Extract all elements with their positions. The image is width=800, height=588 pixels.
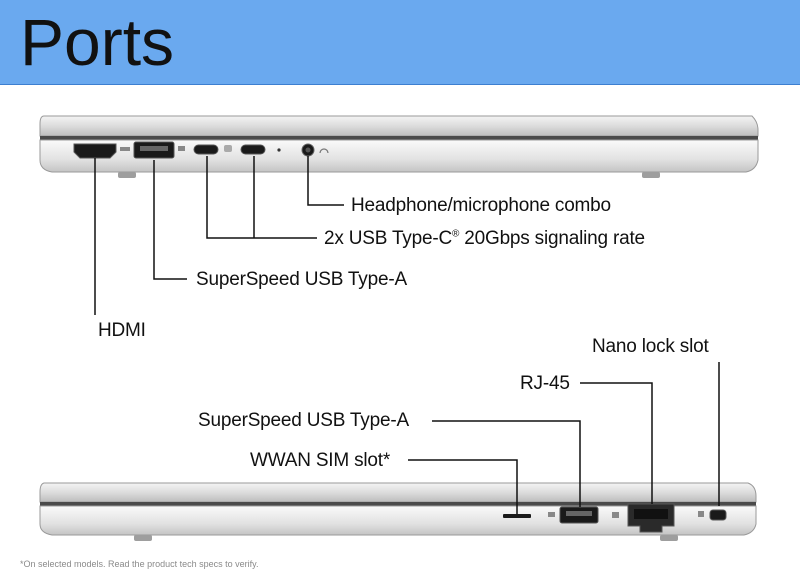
sim-slot <box>503 514 531 518</box>
label-hdmi: HDMI <box>98 320 146 341</box>
label-usb-c: 2x USB Type-C® 20Gbps signaling rate <box>324 228 645 250</box>
nano-lock-slot <box>698 509 727 521</box>
label-nano-lock: Nano lock slot <box>592 336 709 357</box>
callout-lines-bottom <box>408 362 720 514</box>
callout-lines-top <box>94 156 344 315</box>
label-wwan-sim: WWAN SIM slot* <box>250 450 391 471</box>
page-title: Ports <box>20 5 175 79</box>
label-usb-a-right: SuperSpeed USB Type-A <box>198 410 409 431</box>
laptop-left-side <box>39 115 759 178</box>
label-usb-c-prefix: 2x USB Type-C <box>324 228 452 249</box>
hdmi-port <box>73 143 130 159</box>
usb-a-port-left <box>133 141 185 159</box>
registered-mark: ® <box>452 228 460 240</box>
footnote: *On selected models. Read the product te… <box>20 559 259 569</box>
rj45-port <box>612 503 675 533</box>
usb-c-port-1 <box>193 144 232 155</box>
header-banner: Ports <box>0 0 800 85</box>
indicator-light <box>277 148 281 152</box>
label-headphone-combo: Headphone/microphone combo <box>351 195 611 216</box>
label-usb-c-suffix: 20Gbps signaling rate <box>459 228 645 249</box>
label-rj45: RJ-45 <box>520 373 570 394</box>
usb-c-port-2 <box>240 144 266 155</box>
usb-a-port-right <box>548 506 599 524</box>
label-usb-a-left: SuperSpeed USB Type-A <box>196 269 407 290</box>
